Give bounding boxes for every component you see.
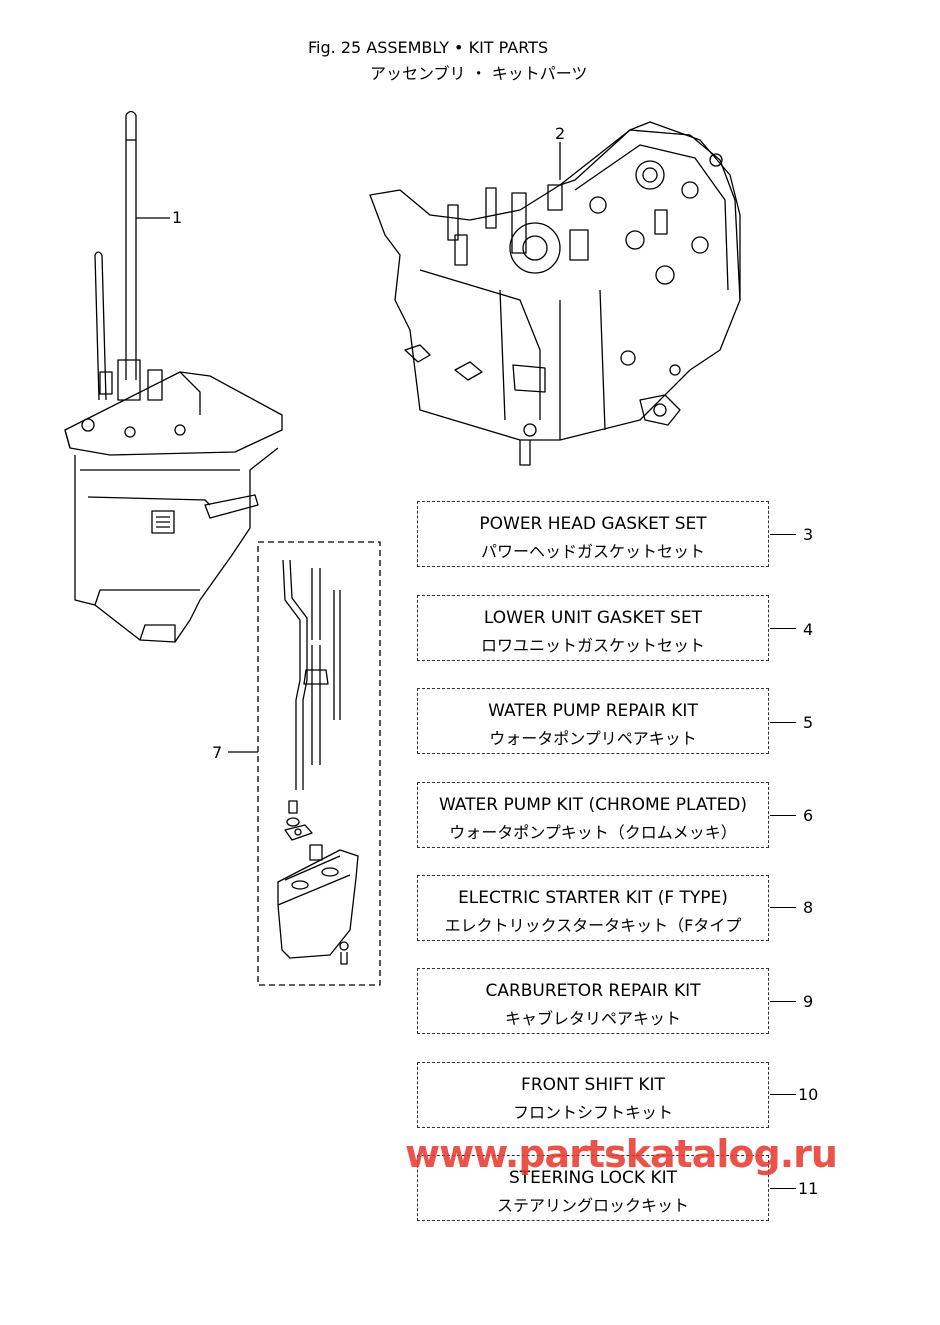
kit-box-water-pump-chrome: WATER PUMP KIT (CHROME PLATED) ウォータポンプキッ… — [417, 782, 769, 848]
leader-line — [770, 1001, 796, 1002]
kit-box-power-head-gasket: POWER HEAD GASKET SET パワーヘッドガスケットセット — [417, 501, 769, 567]
kit-label-jp: ステアリングロックキット — [496, 1196, 689, 1215]
kit-label-en: WATER PUMP REPAIR KIT — [488, 701, 698, 721]
figure-title: Fig. 25 ASSEMBLY • KIT PARTS — [308, 38, 549, 57]
callout-10: 10 — [798, 1085, 819, 1104]
kit-box-electric-starter: ELECTRIC STARTER KIT (F TYPE) エレクトリックスター… — [417, 875, 769, 941]
leader-line — [770, 1188, 796, 1189]
callout-5: 5 — [803, 713, 814, 732]
watermark: www.partskatalog.ru — [405, 1132, 838, 1176]
kit-label-jp: フロントシフトキット — [512, 1103, 673, 1122]
power-head-drawing — [369, 121, 741, 466]
kit-label-en: STEERING LOCK KIT — [509, 1168, 677, 1188]
leader-line — [770, 815, 796, 816]
callout-7: 7 — [212, 743, 223, 762]
kit-label-jp: ウォータポンプキット（クロムメッキ） — [449, 823, 737, 842]
kit-box-carburetor-repair: CARBURETOR REPAIR KIT キャブレタリペアキット — [417, 968, 769, 1034]
kit-label-en: POWER HEAD GASKET SET — [479, 514, 707, 534]
leader-line — [770, 907, 796, 908]
callout-6: 6 — [803, 806, 814, 825]
kit-label-jp: ロワユニットガスケットセット — [480, 636, 705, 655]
kit-label-en: WATER PUMP KIT (CHROME PLATED) — [438, 795, 748, 815]
kit-box-steering-lock: STEERING LOCK KIT ステアリングロックキット — [417, 1155, 769, 1221]
callout-2: 2 — [555, 124, 566, 143]
kit-label-jp: キャブレタリペアキット — [504, 1009, 681, 1028]
leader-line — [770, 1094, 796, 1095]
callout-9: 9 — [803, 992, 814, 1011]
kit-label-jp: エレクトリックスタータキット（Fタイプ — [444, 916, 742, 935]
kit-label-en: ELECTRIC STARTER KIT (F TYPE) — [458, 888, 728, 908]
figure-title-japanese: アッセンブリ ・ キットパーツ — [370, 64, 588, 83]
kit-label-en: CARBURETOR REPAIR KIT — [485, 981, 701, 1001]
kit-label-jp: ウォータポンプリペアキット — [489, 729, 697, 748]
leader-line — [770, 628, 796, 629]
kit-box-front-shift: FRONT SHIFT KIT フロントシフトキット — [417, 1062, 769, 1128]
kit-label-en: FRONT SHIFT KIT — [521, 1075, 665, 1095]
callout-1: 1 — [172, 208, 183, 227]
callout-3: 3 — [803, 525, 814, 544]
callout-4: 4 — [803, 620, 814, 639]
leader-line — [770, 534, 796, 535]
leader-line — [770, 722, 796, 723]
kit-box-water-pump-repair: WATER PUMP REPAIR KIT ウォータポンプリペアキット — [417, 688, 769, 754]
lower-unit-drawing — [64, 110, 283, 643]
kit-label-en: LOWER UNIT GASKET SET — [483, 608, 703, 628]
lower-case-kit-drawing — [228, 541, 381, 986]
callout-11: 11 — [798, 1179, 819, 1198]
callout-8: 8 — [803, 898, 814, 917]
kit-box-lower-unit-gasket: LOWER UNIT GASKET SET ロワユニットガスケットセット — [417, 595, 769, 661]
kit-label-jp: パワーヘッドガスケットセット — [480, 542, 705, 561]
